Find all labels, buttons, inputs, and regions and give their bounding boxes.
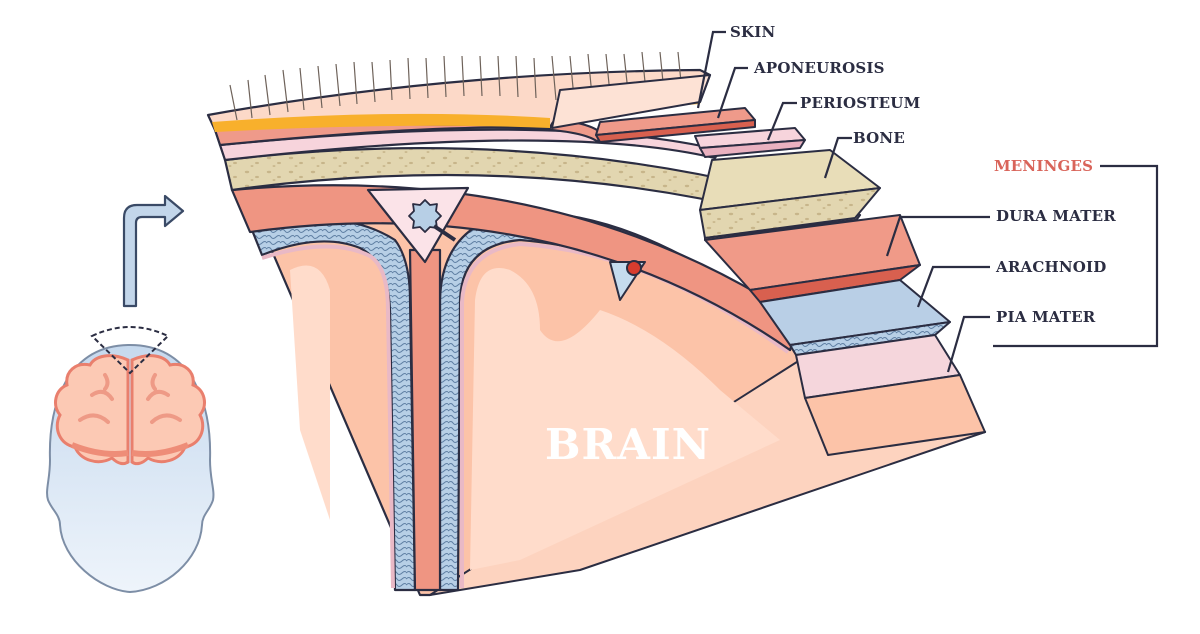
bone-slab-edge <box>699 187 881 239</box>
cortex-slab <box>804 374 986 456</box>
subcutaneous-fat <box>212 96 702 132</box>
leader-skin <box>696 30 726 109</box>
periosteum-slab-edge <box>699 139 806 158</box>
label-arachnoid: ARACHNOID <box>996 258 1107 276</box>
head-illustration <box>46 194 215 594</box>
label-periosteum: PERIOSTEUM <box>800 94 921 112</box>
hair-strands <box>229 51 683 121</box>
leader-lines <box>696 30 1159 373</box>
meninges-bracket <box>993 164 1159 348</box>
label-skin: SKIN <box>730 23 776 41</box>
label-dura-mater: DURA MATER <box>996 207 1116 225</box>
leader-arachnoid <box>916 265 990 308</box>
brain-icon <box>54 354 206 466</box>
label-pia-mater: PIA MATER <box>996 308 1096 326</box>
gyrus-highlight <box>470 268 780 570</box>
label-bone: BONE <box>853 129 905 147</box>
label-meninges: MENINGES <box>994 157 1094 175</box>
focus-sector-outline <box>90 326 170 375</box>
arrow-up-right-icon <box>122 194 185 308</box>
leader-aponeurosis <box>716 66 748 119</box>
leader-bone <box>823 136 852 179</box>
skin-slab <box>551 74 711 129</box>
aponeurosis-slab-edge <box>595 119 756 143</box>
arachnoid-granulation-icon <box>408 199 442 233</box>
pia-line-left <box>261 244 395 589</box>
label-brain: BRAIN <box>545 420 712 469</box>
leader-pia <box>946 315 990 373</box>
label-aponeurosis: APONEUROSIS <box>754 59 885 77</box>
leader-dura <box>885 215 990 257</box>
gyrus-highlight-left <box>290 265 330 520</box>
blood-vessel <box>626 260 642 276</box>
cross-section <box>206 51 987 597</box>
leader-periosteum <box>766 101 797 141</box>
falx-cerebri <box>408 248 442 592</box>
granulation-stalk <box>432 224 457 242</box>
